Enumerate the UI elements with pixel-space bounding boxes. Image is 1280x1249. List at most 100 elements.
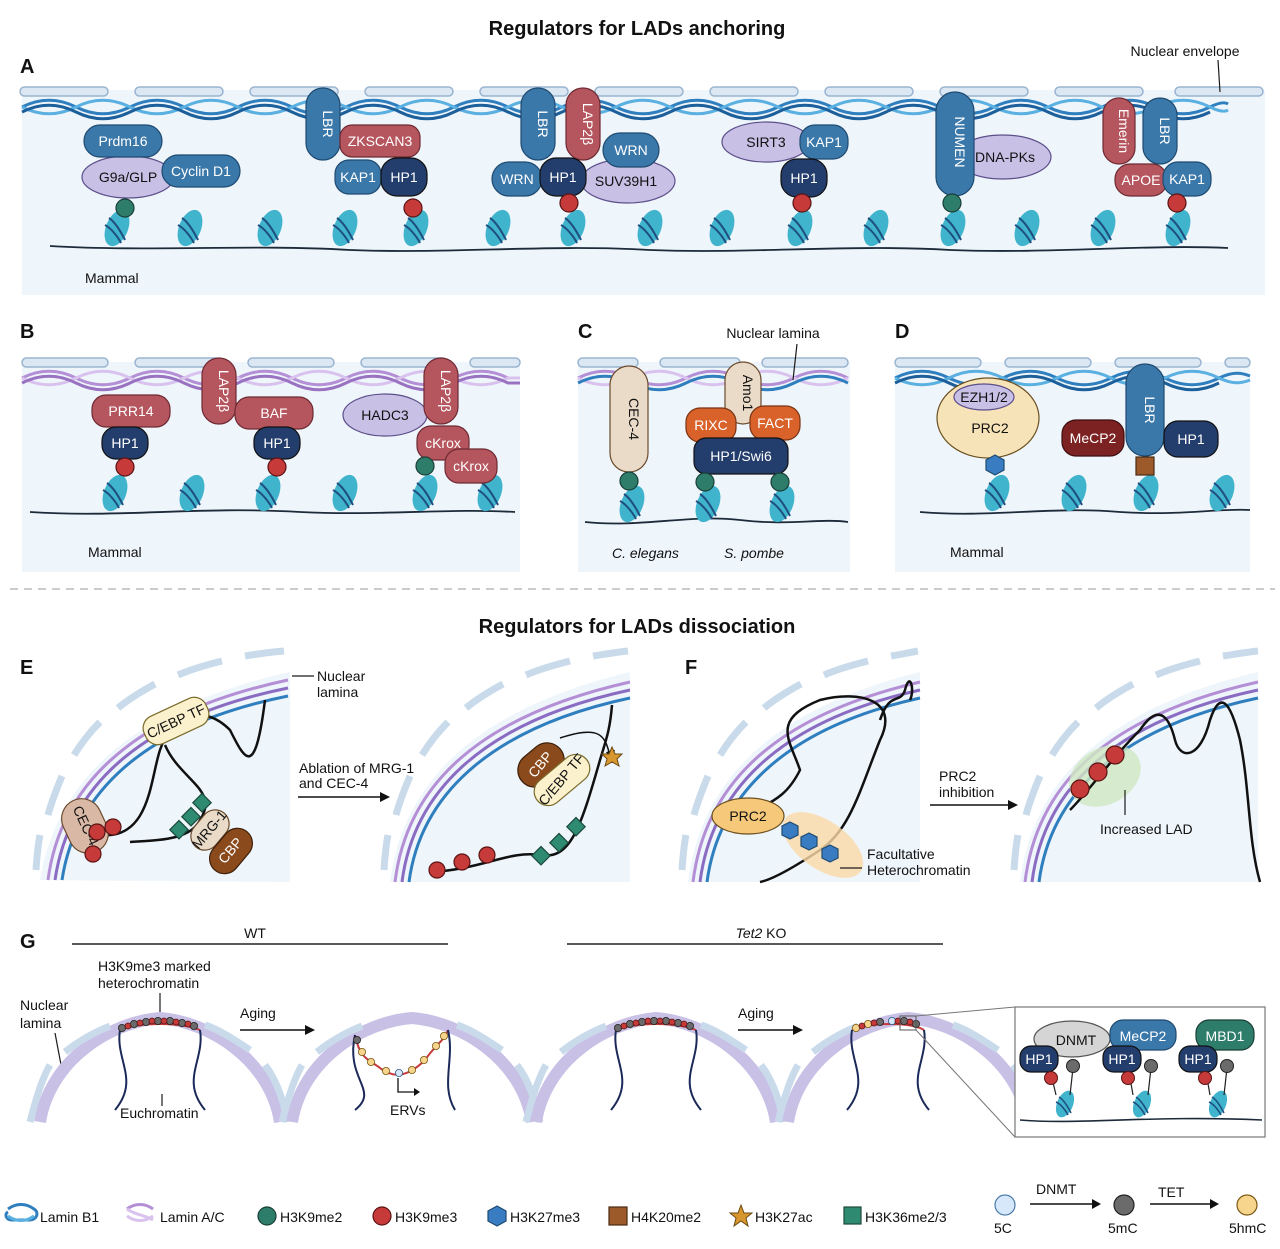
- lbr-protein-1: [305, 87, 341, 161]
- mecp2-inset-protein: [1109, 1019, 1177, 1051]
- hp1-inset-label-1: HP1: [1025, 1051, 1052, 1067]
- nucleus-ko-aged: [774, 1006, 1040, 1138]
- tet2-inset: DNMT MeCP2 MBD1 HP1 HP1 HP1: [1014, 1006, 1266, 1138]
- panel-e-letter: E: [20, 657, 33, 679]
- panel-g: G WT Tet2 KO H3K9me3 marked heterochroma…: [20, 925, 1266, 1138]
- hp1-label-1: HP1: [390, 169, 417, 185]
- h3k9me3-mark: [453, 853, 471, 871]
- h3k9me3-mark: [115, 457, 135, 477]
- emerin-protein: [1102, 97, 1136, 165]
- h3k9me2-mark: [115, 198, 135, 218]
- nuclear-lamina-label: Nuclear lamina: [726, 325, 820, 341]
- hp1-label-d: HP1: [1177, 431, 1204, 447]
- dissociation-title: Regulators for LADs dissociation: [479, 616, 796, 638]
- hp1-label-2: HP1: [549, 169, 576, 185]
- panel-g-letter: G: [20, 931, 36, 953]
- nuclear-envelope: [894, 357, 1251, 368]
- apoe-label: APOE: [1122, 172, 1161, 188]
- h3k9me3-mark: [1088, 762, 1108, 782]
- zkscan3-protein: [339, 124, 421, 158]
- legend-h3k36me23: H3K36me2/3: [843, 1206, 947, 1225]
- panel-b-letter: B: [20, 321, 34, 343]
- nucleus-wt-aged: [278, 1011, 544, 1124]
- legend-h3k9me2: H3K9me2: [257, 1206, 342, 1226]
- legend-5mc-label: 5mC: [1108, 1220, 1138, 1236]
- legend-h3k36me23-label: H3K36me2/3: [865, 1209, 947, 1225]
- lamina-label-e: lamina: [317, 684, 358, 700]
- panel-b: B PRR14 HP1 LAP2β BAF HP1 HADC3: [20, 321, 521, 572]
- h3k9me3-heterochromatin-label-2: heterochromatin: [98, 975, 199, 991]
- zkscan3-label: ZKSCAN3: [348, 133, 413, 149]
- kap1-protein-2: [799, 124, 849, 160]
- s-pombe-label: S. pombe: [724, 545, 784, 561]
- ckrox-protein: [444, 448, 498, 484]
- panel-f: F PRC2 Facultative Heterochromatin PRC2 …: [678, 647, 1262, 884]
- dna-strand: [49, 245, 1229, 252]
- mecp2-inset-label: MeCP2: [1120, 1028, 1167, 1044]
- lap2b-label-b2: LAP2β: [438, 370, 454, 412]
- facultative-label-1: Facultative: [867, 846, 935, 862]
- legend-lamin-ac-label: Lamin A/C: [160, 1209, 225, 1225]
- aging-arrow-2-head: [793, 1025, 803, 1035]
- kap1-protein-3: [1162, 161, 1212, 197]
- sirt3-label: SIRT3: [746, 134, 786, 150]
- hp1-protein-1: [380, 157, 428, 197]
- fact-label: FACT: [757, 415, 793, 431]
- nuclear-label-e: Nuclear: [317, 668, 366, 684]
- cebp-tf-protein: [142, 696, 210, 746]
- lbr-protein-2: [520, 87, 556, 161]
- hp1-protein: [1163, 420, 1219, 458]
- h3k9me3-heterochromatin-label-1: H3K9me3 marked: [98, 958, 211, 974]
- h3k9me3-mark: [1167, 193, 1187, 213]
- h3k27me3-mark: [985, 454, 1005, 476]
- mbd1-inset-label: MBD1: [1206, 1028, 1245, 1044]
- h3k9me3-mark: [478, 846, 496, 864]
- mammal-label-d: Mammal: [950, 544, 1004, 560]
- lbr-label-d: LBR: [1142, 396, 1158, 423]
- arrow-f-label-2: inhibition: [939, 784, 994, 800]
- legend-lamin-b1-label: Lamin B1: [40, 1209, 99, 1225]
- ervs-label: ERVs: [390, 1102, 426, 1118]
- nuclear-lamina-label-1: Nuclear: [20, 997, 69, 1013]
- h3k9me2-mark: [415, 456, 435, 476]
- baf-label: BAF: [260, 405, 287, 421]
- lap2b-protein: [201, 357, 237, 425]
- hp1-inset-label-3: HP1: [1184, 1051, 1211, 1067]
- tet2-ko-label: Tet2 KO: [736, 925, 787, 941]
- h3k9me2-mark: [695, 472, 715, 492]
- c-elegans-label: C. elegans: [612, 545, 679, 561]
- mecp2-protein: [1061, 419, 1125, 457]
- h3k9me2-mark: [942, 193, 962, 213]
- amo1-label: Amo1: [740, 375, 756, 412]
- dna-strand: [29, 509, 516, 515]
- legend-h3k27me3: H3K27me3: [487, 1205, 580, 1227]
- h3k9me3-mark: [403, 198, 423, 218]
- chromatin-fiber: [878, 680, 914, 721]
- legend-5hmc-label: 5hmC: [1229, 1220, 1266, 1236]
- aging-label-1: Aging: [240, 1005, 276, 1021]
- legend-h3k27me3-label: H3K27me3: [510, 1209, 580, 1225]
- wrn-label-2: WRN: [614, 142, 647, 158]
- nuclear-envelope-fragments: [678, 647, 919, 871]
- hp1-inset-protein: [1019, 1045, 1059, 1073]
- mammal-label-a: Mammal: [85, 270, 139, 286]
- kap1-label-3: KAP1: [1169, 171, 1205, 187]
- aging-label-2: Aging: [738, 1005, 774, 1021]
- kap1-label-2: KAP1: [806, 134, 842, 150]
- emerin-label: Emerin: [1116, 109, 1132, 153]
- legend-h4k20me2: H4K20me2: [608, 1206, 701, 1226]
- prr14-label: PRR14: [108, 403, 153, 419]
- aging-arrow-1-head: [305, 1025, 315, 1035]
- arrow-e-head: [380, 792, 390, 802]
- prc2-protein: [711, 797, 785, 835]
- lamin-b1-filament: [894, 369, 1251, 392]
- arrow-e-label-1: Ablation of MRG-1: [299, 760, 414, 776]
- nuclear-envelope: [21, 357, 521, 368]
- nuclear-envelope-fragments: [380, 647, 629, 871]
- lbr-label-1: LBR: [320, 110, 336, 137]
- prc2-label-d: PRC2: [971, 420, 1009, 436]
- lap2b-label: LAP2β: [580, 103, 596, 145]
- legend-methylation: 5C DNMT 5mC TET 5hmC: [994, 1181, 1266, 1236]
- h3k9me3-mark: [84, 845, 102, 863]
